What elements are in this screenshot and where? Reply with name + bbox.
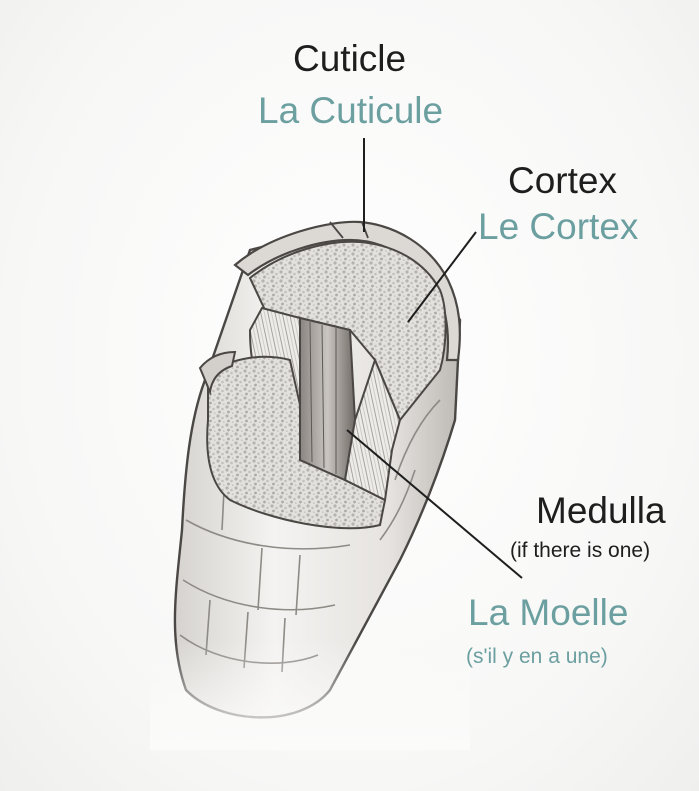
cortex-label-english: Cortex [508, 162, 617, 199]
cuticle-label-french: La Cuticule [258, 92, 443, 129]
medulla-note-english: (if there is one) [510, 540, 650, 561]
cortex-label-french: Le Cortex [478, 208, 638, 245]
medulla-label-english: Medulla [536, 492, 666, 529]
medulla-note-french: (s'il y en a une) [466, 646, 608, 667]
medulla-label-french: La Moelle [468, 594, 628, 631]
medulla-core [300, 318, 355, 480]
cuticle-label-english: Cuticle [293, 40, 406, 77]
